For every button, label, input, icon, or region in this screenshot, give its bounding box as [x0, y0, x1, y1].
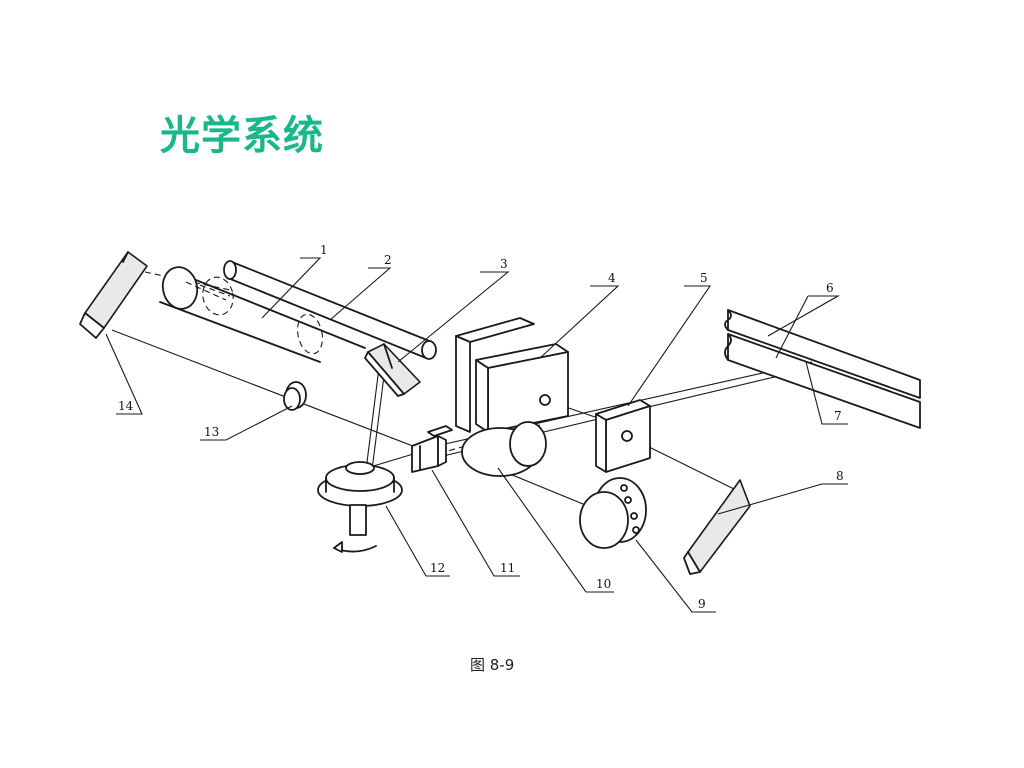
prism-3: [364, 343, 421, 397]
label-14: 14: [118, 399, 134, 413]
label-7: 7: [834, 409, 842, 423]
leader-lines: [105, 257, 848, 613]
drum-9: [579, 477, 647, 549]
label-10: 10: [596, 577, 611, 591]
plate-5: [595, 399, 651, 473]
label-8: 8: [836, 469, 844, 483]
label-2: 2: [384, 253, 392, 267]
label-3: 3: [500, 257, 508, 271]
tube-2: [223, 260, 437, 360]
slit-holder-11: [411, 425, 453, 473]
box-4: [455, 317, 569, 433]
turntable-12: [317, 461, 403, 553]
mirror-14: [79, 251, 148, 339]
label-9: 9: [698, 597, 706, 611]
tube-1: [159, 266, 366, 363]
screen-6: [724, 309, 921, 429]
label-5: 5: [700, 271, 708, 285]
label-13: 13: [204, 425, 219, 439]
part-labels: 1 2 3 4 5 6 7 8 9 10 11 12 13 14: [118, 243, 844, 611]
label-11: 11: [500, 561, 515, 575]
label-6: 6: [826, 281, 834, 295]
figure-caption: 图 8-9: [470, 656, 515, 674]
lens-13: [283, 381, 307, 411]
label-1: 1: [320, 243, 328, 257]
label-12: 12: [430, 561, 445, 575]
mirror-8: [683, 479, 751, 575]
label-4: 4: [608, 271, 616, 285]
slide-title: 光学系统: [160, 113, 324, 159]
cylinder-10: [461, 421, 547, 477]
